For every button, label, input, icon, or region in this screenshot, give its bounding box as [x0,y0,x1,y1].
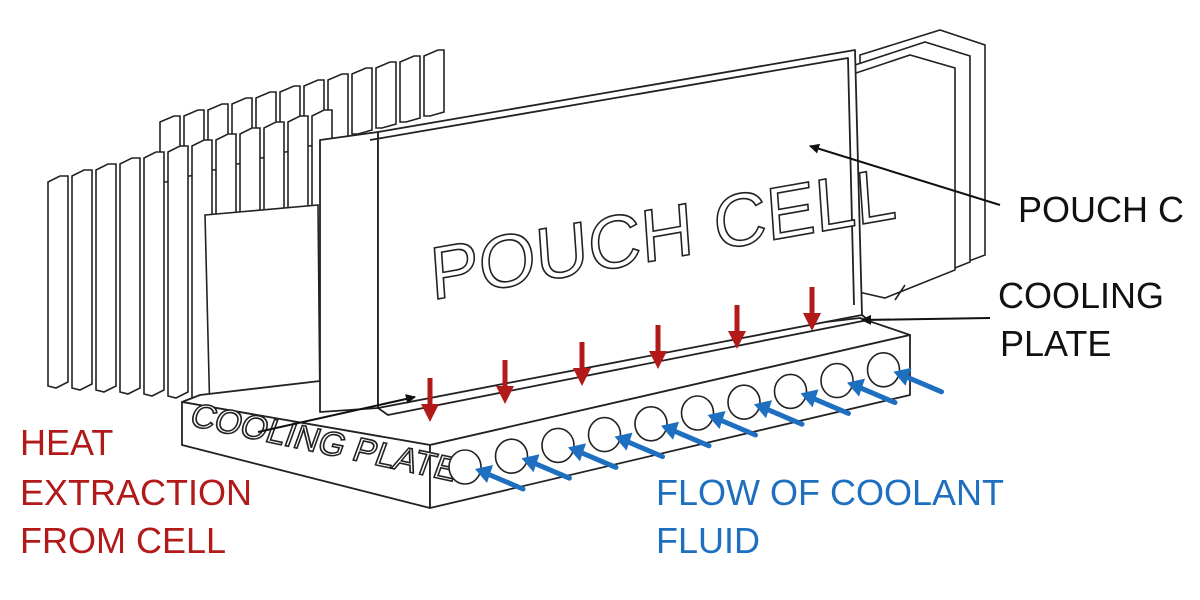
coolant-channels [448,351,901,485]
cell-fin [119,157,141,395]
flow-arrow-head [847,378,865,397]
flow-label-line2: FLUID [656,520,760,561]
cooling-plate-label-line1: COOLING [998,275,1164,316]
coolant-channel [541,427,575,464]
coolant-channel [820,362,854,399]
cell-fin [47,175,69,389]
cell-fin-top [399,55,421,123]
cooling-plate-label-line2: PLATE [1000,323,1111,364]
cell-fin [71,169,93,391]
heat-label-line3: FROM CELL [20,520,226,561]
heat-arrow-head [496,386,514,404]
heat-arrow-head [573,368,591,386]
coolant-channel [587,416,622,453]
coolant-channel [866,351,901,388]
cell-fin-top [351,67,373,135]
coolant-channel [634,405,668,442]
heat-arrows [421,287,821,422]
flow-arrow-head [661,421,679,440]
flow-arrow-head [521,454,540,473]
coolant-channel [773,373,808,410]
main-pouch-cell [319,49,869,416]
flow-arrow-head [800,389,819,408]
flow-label-line1: FLOW OF COOLANT [656,472,1004,513]
cell-fin-top [375,61,397,129]
coolant-channel [727,384,761,421]
heat-arrow-head [728,331,746,349]
cell-fin [95,163,117,393]
heat-label-line2: EXTRACTION [20,472,252,513]
pouch-cell-label: POUCH C [1018,189,1184,230]
cell-fin [167,145,189,399]
cooling-plate-leader [861,314,991,325]
cell-fin [143,151,165,397]
flow-arrow-head [754,400,772,419]
flow-arrow-head [707,411,726,429]
coolant-channel [680,395,715,431]
coolant-flow-arrows [475,367,944,492]
cell-fin-top [423,49,445,117]
flow-arrow-head [614,432,633,451]
heat-arrow-head [803,313,821,331]
flow-arrow-head [568,443,586,462]
heat-arrow-head [649,351,667,369]
heat-arrow-head [421,404,439,422]
heat-label-line1: HEAT [20,422,113,463]
coolant-channel [494,438,529,475]
heat-extraction-leader [257,394,416,433]
flow-arrow-head [475,465,493,483]
pouch-cell-leader [809,143,1001,206]
coolant-channel [448,449,482,485]
flow-arrow-head [893,367,912,386]
